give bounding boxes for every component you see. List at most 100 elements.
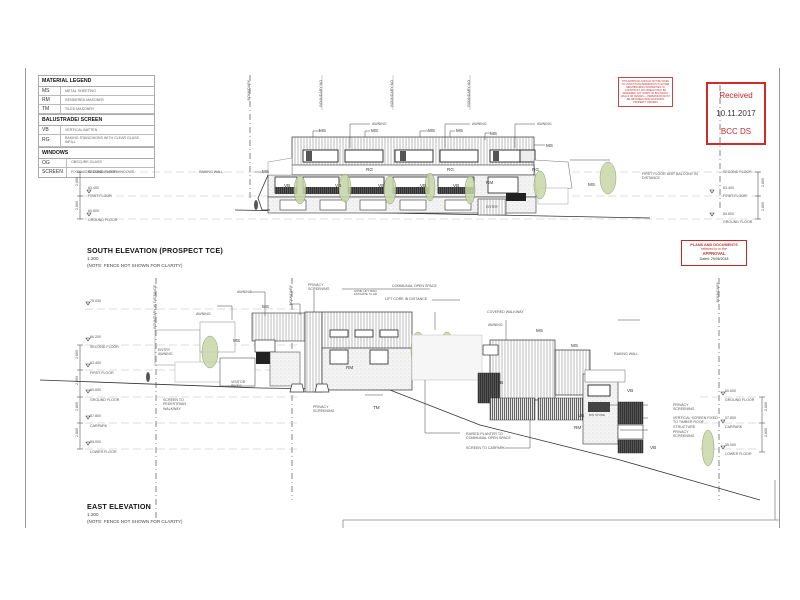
legend-desc: FIXED SCREENING OVER WINDOWS bbox=[71, 169, 135, 174]
legend-title: MATERIAL LEGEND bbox=[39, 76, 154, 87]
material-tag: RG bbox=[366, 167, 373, 172]
legend-desc: METAL SHEETING bbox=[65, 88, 96, 93]
legend-code: VB bbox=[39, 126, 61, 134]
sheet-border-right bbox=[779, 68, 780, 528]
level-label: SECOND FLOOR bbox=[88, 170, 117, 174]
material-tag: MS bbox=[233, 338, 240, 343]
callout-raised-planter: RAISED PLANTER TO COMMUNAL OPEN SPACE bbox=[466, 432, 511, 441]
material-tag: VB bbox=[650, 445, 657, 450]
material-tag: MS bbox=[490, 131, 497, 136]
material-tag: MS bbox=[588, 182, 595, 187]
south-elevation-scale: 1:200 bbox=[87, 256, 99, 261]
east-elevation-title: EAST ELEVATION bbox=[87, 502, 152, 511]
material-tag: VB bbox=[453, 183, 460, 188]
callout-privacy-screening: PRIVACY SCREENING bbox=[673, 430, 695, 439]
south-elevation-title: SOUTH ELEVATION (PROSPECT TCE) bbox=[87, 246, 223, 255]
level-label: FIRST FLOOR bbox=[88, 194, 112, 198]
dimension: 2,800 bbox=[764, 402, 768, 411]
callout-bin-store: BIN STORE bbox=[589, 413, 606, 417]
dimension: 2,800 bbox=[764, 428, 768, 437]
level-rl: 55.000 bbox=[725, 443, 736, 447]
material-tag: MS bbox=[262, 304, 269, 309]
callout-visitor-bikes: VISITOR BIKES bbox=[231, 380, 246, 389]
level-label: GROUND FLOOR bbox=[88, 218, 118, 222]
level-label: FIRST FLOOR bbox=[723, 194, 747, 198]
south-elevation-note: (NOTE: FENCE NOT SHOWN FOR CLARITY) bbox=[87, 263, 183, 268]
level-label: CARPARK bbox=[90, 424, 108, 428]
plans-stamp-approval: APPROVAL bbox=[702, 251, 726, 256]
level-rl: 66.200 bbox=[90, 335, 101, 339]
callout-lift-rl: HOME LIFT SPEC ESTIMATE 73.130 bbox=[354, 289, 378, 297]
level-label: GROUND FLOOR bbox=[725, 398, 755, 402]
legend-code: SCREEN bbox=[39, 167, 67, 177]
callout-raking-wall: RAKING WALL bbox=[614, 352, 639, 356]
level-label: FIRST FLOOR bbox=[90, 371, 114, 375]
legend-code: RG bbox=[39, 135, 61, 146]
legend-code: OG bbox=[39, 158, 67, 167]
callout-awning: AWNING bbox=[537, 122, 552, 126]
callout-awning: AWNING bbox=[196, 312, 211, 316]
level-rl: 63.400 bbox=[90, 361, 101, 365]
material-tag: VB bbox=[627, 388, 634, 393]
material-tag: RM bbox=[574, 425, 582, 430]
plans-stamp-title: PLANS AND DOCUMENTS bbox=[690, 243, 738, 247]
level-rl: 63.400 bbox=[723, 186, 734, 190]
gridline-label: BOUNDARY NO bbox=[390, 80, 394, 107]
level-rl: 57.800 bbox=[90, 414, 101, 418]
legend-code: RM bbox=[39, 96, 61, 104]
approval-conditions-stamp: THIS APPROVAL SHOULD NOT BE TAKEN TO CON… bbox=[618, 77, 673, 107]
dimension: 2,800 bbox=[75, 428, 79, 437]
dimension: 2,800 bbox=[75, 177, 79, 186]
callout-covered-walkway: COVERED WALKWAY bbox=[487, 310, 524, 314]
material-tag: MS bbox=[536, 328, 543, 333]
dimension: 2,800 bbox=[75, 201, 79, 210]
callout-privacy-screening: PRIVACY SCREENING bbox=[673, 403, 695, 412]
material-tag: MS bbox=[456, 128, 463, 133]
material-tag: MS bbox=[571, 343, 578, 348]
material-tag: MS bbox=[371, 128, 378, 133]
legend-desc: VERTICAL BATTEN bbox=[65, 127, 98, 132]
level-label: SECOND FLOOR bbox=[723, 170, 752, 174]
gridline-label: BOUNDARY IN DISTANCE bbox=[153, 285, 157, 329]
legend-row: VB VERTICAL BATTEN bbox=[39, 126, 154, 135]
dimension: 2,800 bbox=[75, 402, 79, 411]
callout-communal-open-space: COMMUNAL OPEN SPACE bbox=[392, 284, 437, 288]
dimension: 2,800 bbox=[761, 178, 765, 187]
material-tag: VB bbox=[335, 183, 342, 188]
callout-privacy-screening: PRIVACY SCREENING bbox=[313, 405, 335, 414]
level-label: LOWER FLOOR bbox=[90, 450, 117, 454]
received-date: 10.11.2017 bbox=[716, 108, 756, 118]
level-label: GROUND FLOOR bbox=[723, 220, 753, 224]
callout-awning: AWNING bbox=[488, 323, 503, 327]
material-tag: RG bbox=[447, 167, 454, 172]
dimension: 2,800 bbox=[75, 350, 79, 359]
level-rl: 75.030 bbox=[90, 299, 101, 303]
level-rl: 60.600 bbox=[725, 389, 736, 393]
legend-desc: RAKING STANCHIONS WITH CLEAR GLASS INFIL… bbox=[64, 136, 140, 145]
level-label: LOWER FLOOR bbox=[725, 452, 752, 456]
gridline-label: BOUNDARY NO bbox=[319, 80, 323, 107]
plans-approval-stamp: PLANS AND DOCUMENTS referred to in the A… bbox=[681, 240, 747, 266]
dimension: 2,800 bbox=[75, 376, 79, 385]
level-rl: 55.000 bbox=[90, 440, 101, 444]
gridline-label: BOUNDARY bbox=[716, 282, 720, 303]
legend-windows-title: WINDOWS bbox=[39, 146, 154, 159]
material-tag: VB bbox=[497, 380, 504, 385]
gridline-label: BOUNDARY bbox=[247, 80, 251, 101]
level-rl: 60.600 bbox=[723, 212, 734, 216]
callout-lift-core: LIFT CORE IN DISTANCE bbox=[385, 297, 428, 301]
material-tag: TM bbox=[373, 405, 380, 410]
level-rl: 57.800 bbox=[725, 416, 736, 420]
plans-stamp-date: Dated: 29/06/2018 bbox=[699, 257, 729, 261]
material-tag: RM bbox=[346, 365, 354, 370]
legend-desc: OBSCURE GLASS bbox=[71, 160, 102, 165]
legend-row: SCREEN FIXED SCREENING OVER WINDOWS bbox=[39, 167, 154, 177]
callout-screen-carpark: SCREEN TO CARPARK bbox=[466, 446, 505, 450]
callout-vertical-screen: VERTICAL SCREEN FIXED TO TIMBER ROOF STR… bbox=[673, 416, 718, 429]
legend-code: TM bbox=[39, 105, 61, 113]
